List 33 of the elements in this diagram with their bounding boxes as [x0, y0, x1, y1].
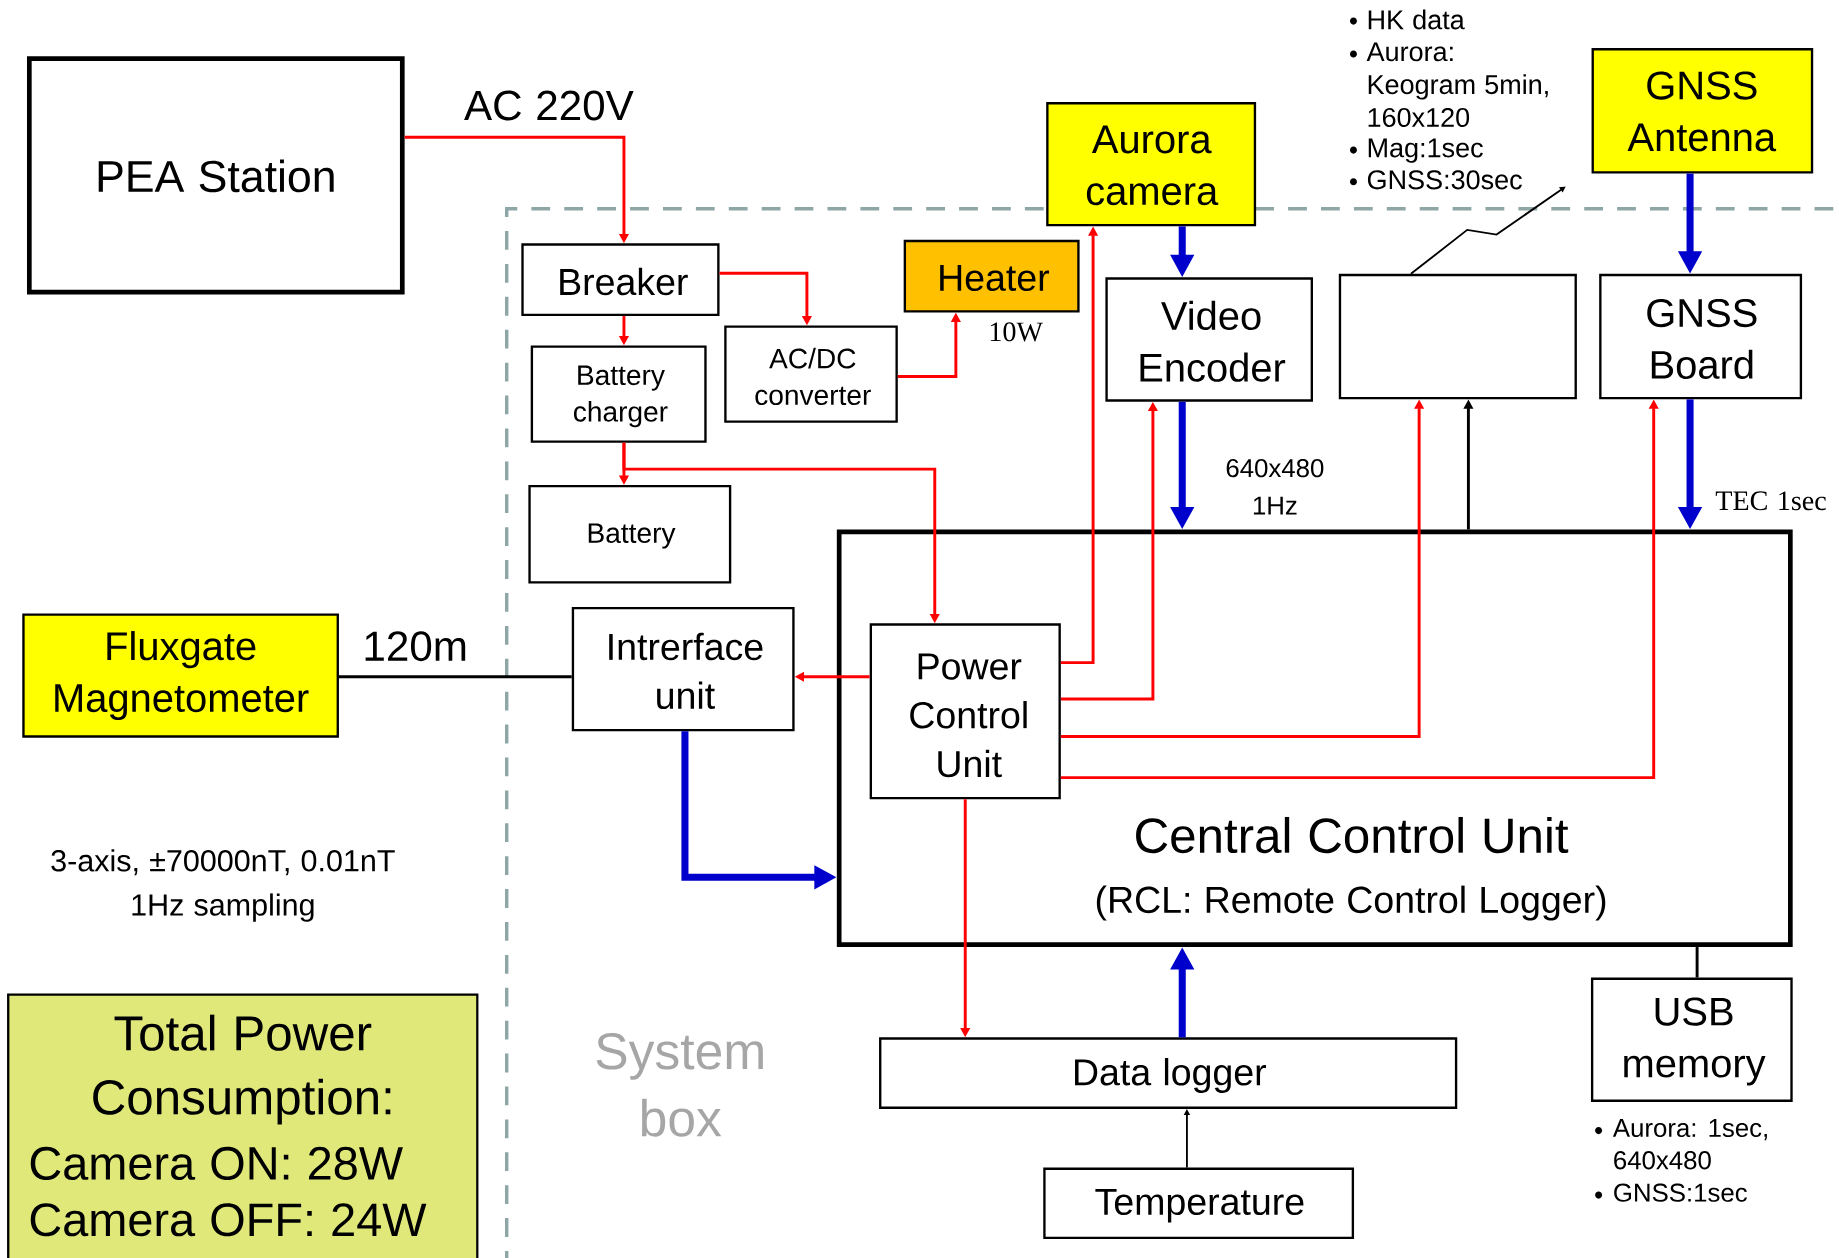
note-text: GNSS:30sec [1367, 170, 1522, 190]
process-box: Temperature [1043, 1167, 1355, 1239]
spec-text: Aurora: 1sec, 640x480 [1612, 1118, 1767, 1170]
device-box: Aurora camera [1046, 101, 1257, 227]
process-box: USB memory [1590, 977, 1793, 1102]
process-box: Battery [528, 484, 732, 584]
process-box: Power Control Unit [869, 623, 1061, 800]
note-text: HK data [1368, 9, 1465, 30]
process-box: Battery charger [530, 345, 707, 443]
edge-label: AC 220V [462, 89, 635, 122]
device-box: GNSS Antenna [1591, 47, 1814, 174]
note-text: Aurora: Keogram 5min, 160x120 [1366, 42, 1548, 127]
process-box: AC/DC converter [724, 325, 898, 423]
spec-text: 10W [990, 322, 1043, 342]
station-box: PEA Station [26, 56, 405, 295]
process-box: Heater [903, 239, 1080, 313]
process-box [1338, 273, 1577, 400]
spec-text: 3-axis, ±70000nT, 0.01nT 1Hz sampling [51, 848, 395, 922]
process-box: GNSS Board [1599, 273, 1803, 400]
process-box: Data logger [879, 1037, 1458, 1109]
process-box: Video Encoder [1105, 277, 1313, 402]
device-box: Fluxgate Magnetometer [22, 613, 339, 738]
note-text: Mag:1sec [1368, 138, 1483, 163]
connector-line [338, 675, 572, 678]
spec-text: TEC 1sec [1715, 491, 1826, 511]
arrow [1410, 186, 1566, 275]
edge-label: 120m [361, 630, 469, 662]
spec-text: 640x480 1Hz [1226, 458, 1324, 515]
note-box: Total Power Consumption: Camera ON: 28W Camera OFF: 24W [7, 993, 479, 1258]
connector-line [1695, 946, 1699, 978]
process-box: Breaker [521, 243, 720, 316]
process-box: Intrerface unit [571, 606, 795, 732]
spec-text: GNSS:1sec [1614, 1183, 1747, 1202]
